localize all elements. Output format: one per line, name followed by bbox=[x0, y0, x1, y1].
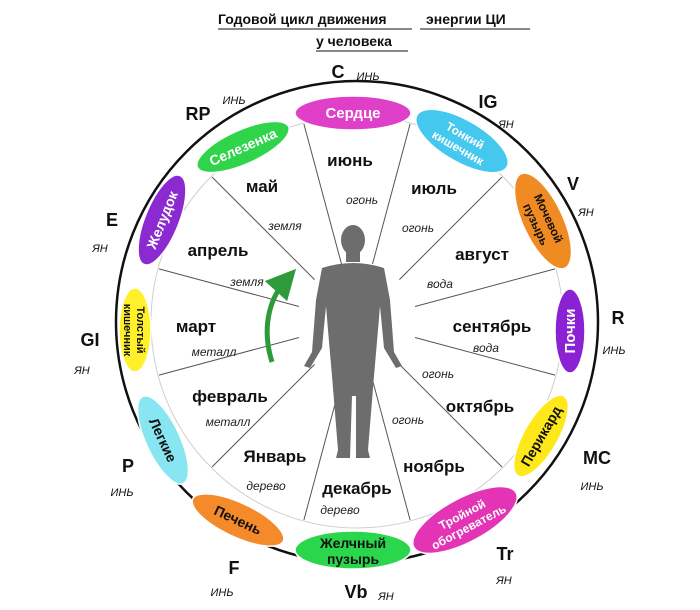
month-july: июль bbox=[411, 179, 457, 198]
organ-kidneys: Почки bbox=[554, 288, 586, 374]
element-june: огонь bbox=[346, 193, 378, 207]
month-labels: июньогоньиюльогоньавгустводасентябрьвода… bbox=[176, 151, 532, 517]
polarity-small-intestine: ЯН bbox=[497, 119, 513, 131]
human-silhouette bbox=[304, 225, 402, 458]
polarity-gallbladder: ЯН bbox=[377, 591, 393, 603]
organ-badge-kidneys bbox=[554, 288, 586, 374]
meridian-code-stomach: E bbox=[106, 210, 118, 230]
month-december: декабрь bbox=[322, 479, 392, 498]
meridian-code-large-intestine: GI bbox=[80, 330, 99, 350]
organ-label-large-intestine-line2: кишечник bbox=[121, 304, 133, 357]
month-april: апрель bbox=[188, 241, 249, 260]
organ-badge-bladder bbox=[513, 172, 573, 270]
sector-line bbox=[399, 176, 503, 280]
month-august: август bbox=[455, 245, 509, 264]
meridian-code-triple-heater: Tr bbox=[496, 544, 513, 564]
title-line-1: Годовой цикл движения bbox=[218, 11, 387, 27]
polarity-pericardium: ИНЬ bbox=[581, 481, 604, 493]
month-october: октябрь bbox=[446, 397, 514, 416]
meridian-code-heart: C bbox=[332, 62, 345, 82]
sector-line bbox=[211, 364, 315, 468]
organ-badge-stomach bbox=[137, 174, 187, 266]
month-june: июнь bbox=[327, 151, 373, 170]
organ-label-gallbladder: Желчный bbox=[319, 535, 386, 551]
organ-badge-small-intestine bbox=[415, 108, 509, 174]
element-may: земля bbox=[267, 219, 302, 233]
organ-badge-lungs bbox=[136, 395, 190, 485]
element-october: огонь bbox=[422, 367, 454, 381]
title-line-2: у человека bbox=[316, 33, 392, 49]
element-january: дерево bbox=[246, 479, 286, 493]
sector-line bbox=[414, 268, 556, 307]
organ-badge-heart bbox=[294, 95, 412, 131]
element-april: земля bbox=[229, 275, 264, 289]
month-january: Январь bbox=[243, 447, 306, 466]
sector-line bbox=[399, 364, 503, 468]
element-february: металл bbox=[206, 415, 251, 429]
month-september: сентябрь bbox=[453, 317, 532, 336]
meridian-code-spleen: RP bbox=[185, 104, 210, 124]
sector-line bbox=[303, 123, 342, 265]
element-august: вода bbox=[427, 277, 453, 291]
sector-line bbox=[211, 176, 315, 280]
element-september: вода bbox=[473, 341, 499, 355]
diagram-title: Годовой цикл движения энергии ЦИ у челов… bbox=[218, 11, 530, 52]
cycle-direction-arrow-icon bbox=[264, 268, 297, 363]
element-march: металл bbox=[192, 345, 237, 359]
organ-label-heart: Сердце bbox=[325, 105, 380, 122]
polarity-heart: ИНЬ bbox=[357, 71, 380, 83]
polarity-bladder: ЯН bbox=[577, 207, 593, 219]
element-july: огонь bbox=[402, 221, 434, 235]
meridian-code-kidneys: R bbox=[612, 308, 625, 328]
element-december: дерево bbox=[320, 503, 360, 517]
organ-badge-pericardium bbox=[512, 394, 570, 478]
organ-label-gallbladder-line2: пузырь bbox=[327, 551, 380, 567]
polarity-liver: ИНЬ bbox=[211, 587, 234, 599]
organ-label-large-intestine: Толстый bbox=[134, 307, 146, 354]
sector-line bbox=[414, 337, 556, 376]
meridian-code-liver: F bbox=[229, 558, 240, 578]
title-line-3: энергии ЦИ bbox=[426, 11, 506, 27]
meridian-code-pericardium: MC bbox=[583, 448, 611, 468]
month-may: май bbox=[246, 177, 278, 196]
organ-badge-large-intestine bbox=[118, 287, 152, 373]
month-november: ноябрь bbox=[403, 457, 465, 476]
month-march: март bbox=[176, 317, 216, 336]
polarity-large-intestine: ЯН bbox=[73, 365, 89, 377]
polarity-triple-heater: ЯН bbox=[495, 575, 511, 587]
sector-line bbox=[372, 123, 411, 265]
meridian-code-bladder: V bbox=[567, 174, 579, 194]
organ-badge-triple-heater bbox=[412, 485, 518, 555]
organ-lungs: Легкие bbox=[136, 395, 190, 485]
meridian-code-small-intestine: IG bbox=[478, 92, 497, 112]
meridian-code-gallbladder: Vb bbox=[344, 582, 367, 602]
meridian-code-lungs: P bbox=[122, 456, 134, 476]
organ-badge-liver bbox=[191, 493, 285, 547]
polarity-spleen: ИНЬ bbox=[223, 95, 246, 107]
organ-label-kidneys: Почки bbox=[562, 308, 579, 353]
organ-heart: Сердце bbox=[294, 95, 412, 131]
polarity-kidneys: ИНЬ bbox=[603, 345, 626, 357]
month-february: февраль bbox=[192, 387, 268, 406]
element-november: огонь bbox=[392, 413, 424, 427]
polarity-lungs: ИНЬ bbox=[111, 487, 134, 499]
sector-line bbox=[158, 337, 300, 376]
organ-badges: СердцеТонкийкишечникМочевойпузырьПочкиПе… bbox=[118, 95, 586, 570]
sector-line bbox=[372, 379, 411, 521]
organ-badge-spleen bbox=[196, 120, 290, 174]
organ-badge-gallbladder bbox=[294, 530, 412, 570]
polarity-stomach: ЯН bbox=[91, 243, 107, 255]
